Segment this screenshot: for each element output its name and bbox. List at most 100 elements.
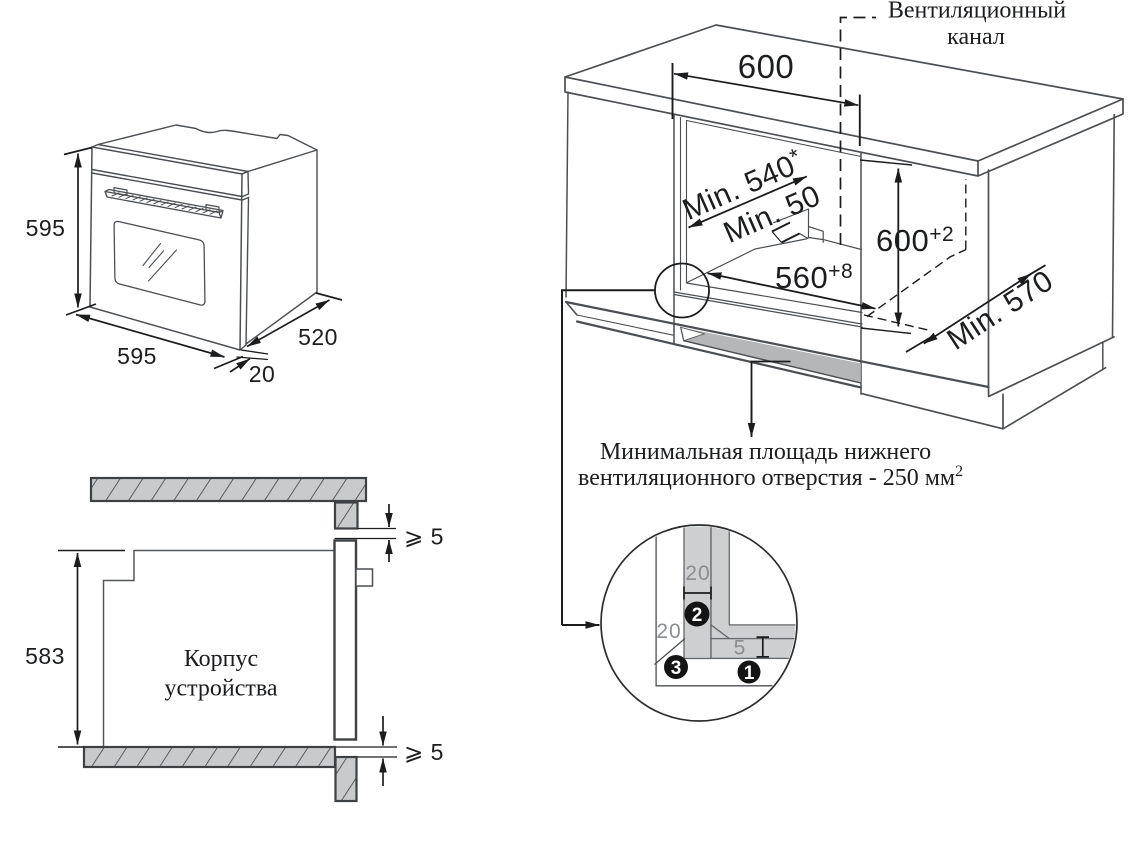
gap-top-label: ⩾ 5	[404, 524, 444, 550]
oven-handle-right-bracket	[205, 204, 220, 213]
detail-trim-strip	[710, 637, 796, 660]
oven-isometric-view	[89, 124, 318, 351]
oven-dim-depth-label: 520	[298, 324, 338, 350]
oven-dim-depth-line	[246, 299, 330, 348]
shelf-front-block	[334, 755, 358, 803]
vent-slot	[680, 327, 861, 383]
detail-dim-gap-label: 20	[656, 620, 681, 643]
oven-dim-door-arrow	[229, 357, 251, 373]
dim-560p8-line	[707, 272, 876, 310]
oven-dim-height-ticks	[63, 146, 97, 316]
detail-frame-lines	[654, 530, 795, 687]
detail-markers: 2 1 3	[664, 601, 761, 684]
cross-section-view: 583 ⩾ 5 ⩾ 5 Корпус устройства	[25, 476, 444, 803]
gap-bottom-label: ⩾ 5	[404, 739, 444, 765]
dim-600p2-ext	[859, 159, 913, 335]
detail-miter-line	[710, 624, 730, 640]
marker-2-label: 2	[692, 605, 703, 626]
vent-note-line2: вентиляционного отверстия - 250 мм2	[578, 463, 963, 491]
marker-2-circle	[684, 601, 710, 627]
oven-dim-width-tick	[213, 355, 244, 370]
niche-left-wall-inner-edges	[679, 116, 688, 291]
detail-dim-5	[756, 636, 769, 658]
oven-handle-hatch	[111, 192, 218, 215]
oven-dim-width-line	[75, 313, 225, 358]
device-body-label-line2: устройства	[164, 676, 277, 702]
oven-front-plate	[333, 539, 358, 741]
plinth-top-edge	[575, 320, 863, 389]
dim-583-label: 583	[25, 643, 65, 669]
oven-strip-end-cap	[241, 170, 250, 201]
vent-channel-label-line2: канал	[947, 24, 1005, 50]
device-body-outline	[102, 549, 335, 747]
vent-channel-dashed-line	[839, 16, 876, 245]
dim-600-ext	[671, 63, 861, 146]
oven-plate-knob	[355, 568, 374, 587]
oven-window-reflections	[142, 242, 178, 282]
oven-dim-depth-tick	[315, 292, 343, 301]
oven-handle-left-bracket	[113, 187, 128, 196]
oven-dim-width-label: 595	[117, 343, 157, 369]
vent-slot-left-return	[680, 326, 685, 342]
vent-note-line1: Минимальная площадь нижнего	[600, 439, 931, 465]
cabinet-right-front-edge	[987, 169, 1115, 398]
note-line2-base: вентиляционного отверстия - 250 мм	[578, 465, 955, 491]
cabinet-dimensions	[671, 63, 1046, 353]
dim-570-label: Min. 570	[941, 264, 1059, 357]
device-body-label-line1: Корпус	[184, 646, 258, 672]
detail-marker-circle	[654, 262, 710, 319]
cross-section-dimensions	[58, 504, 397, 786]
oven-handle	[104, 187, 224, 219]
oven-dimensions	[63, 146, 343, 373]
dim-600p2-label: 600+2	[876, 223, 954, 258]
detail-corner-panel	[710, 526, 796, 640]
marker-1-circle	[737, 660, 761, 684]
detail-leader-line	[561, 289, 655, 625]
dim-min50-bracket-ends	[771, 231, 782, 243]
cabinet-bottom-edge	[564, 300, 990, 389]
niche-back-step	[773, 208, 863, 251]
countertop-bar	[89, 476, 368, 503]
oven-dim-door-ext	[236, 349, 269, 361]
detail-view: 20 20 5 2 1 3	[600, 524, 798, 722]
oven-dim-door-label: 20	[249, 361, 276, 387]
detail-dim-trim-label: 5	[734, 637, 747, 660]
dim-560p8-sup: +8	[828, 260, 853, 283]
dim-600-line	[673, 72, 859, 107]
detail-dim-panel-label: 20	[685, 562, 710, 585]
oven-door-window	[113, 220, 206, 306]
dim-600-label: 600	[738, 48, 795, 85]
dim-600p2-sup: +2	[929, 223, 954, 246]
note-line2-sup: 2	[955, 463, 963, 480]
gap-bottom-ext	[336, 746, 397, 758]
oven-top-face	[97, 124, 318, 151]
oven-control-strip	[91, 168, 243, 201]
detail-side-panel	[683, 526, 712, 660]
detail-circle-outline	[600, 524, 798, 722]
oven-dim-height-label: 595	[26, 215, 66, 241]
oven-body-side	[245, 149, 318, 345]
shelf-bar	[82, 745, 337, 769]
plinth-left-return	[565, 301, 578, 316]
marker-3-label: 3	[671, 658, 682, 679]
dim-570-line	[923, 273, 1032, 345]
niche-ceiling-inner-edge	[685, 119, 862, 158]
oven-panel-top-edge	[91, 143, 249, 175]
cabinet-left-edge	[565, 91, 569, 298]
leaders	[561, 262, 791, 629]
dim-600p2-base: 600	[876, 223, 929, 258]
detail-dim-20-top	[683, 586, 712, 600]
marker-1-label: 1	[744, 663, 755, 684]
cabinet-right-back-edge	[1111, 113, 1115, 339]
dim-560p8-base: 560	[775, 260, 828, 295]
dim-560p8-label: 560+8	[775, 260, 853, 295]
plinth-secondary-line	[576, 314, 675, 336]
vent-note-leader	[750, 360, 791, 436]
dim-min50-bracket	[771, 221, 800, 244]
plinth-bottom-edge	[860, 366, 1107, 430]
marker-3-circle	[664, 655, 688, 679]
hidden-lines	[839, 16, 967, 331]
countertop-top-face	[564, 24, 1124, 162]
